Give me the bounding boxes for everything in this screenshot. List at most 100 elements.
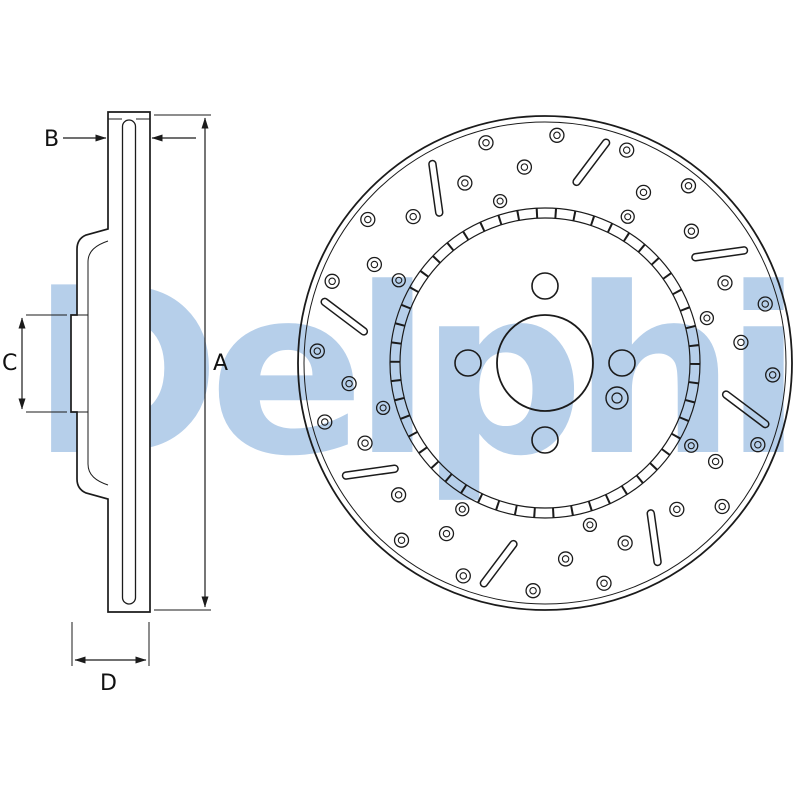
drill-hole-outer	[405, 208, 421, 225]
dimension-annotations: A B C D	[2, 114, 228, 696]
drill-hole-inner	[737, 338, 745, 347]
drill-hole-outer	[309, 343, 325, 359]
slot	[320, 297, 369, 336]
drill-hole-inner	[395, 276, 403, 284]
drill-hole-inner	[379, 404, 387, 412]
drill-hole-inner	[600, 579, 608, 587]
drill-hole-inner	[553, 131, 561, 140]
drill-hole-inner	[345, 379, 353, 388]
disc-holes-and-slots	[309, 127, 781, 599]
drill-hole-outer	[620, 209, 635, 224]
drill-hole-inner	[687, 227, 696, 235]
drill-hole-outer	[357, 435, 373, 451]
disc-circle	[496, 314, 594, 412]
drill-hole-inner	[328, 277, 336, 286]
hub-bore-lines	[77, 314, 89, 413]
drill-hole-inner	[561, 555, 570, 563]
drill-hole-outer	[669, 501, 685, 518]
drill-hole-outer	[765, 367, 781, 383]
drill-hole-outer	[557, 551, 574, 567]
drill-hole-outer	[680, 178, 697, 194]
drill-hole-inner	[364, 215, 372, 224]
drill-hole-inner	[529, 586, 537, 595]
drill-hole-outer	[455, 502, 470, 517]
drill-hole-inner	[459, 572, 468, 580]
drill-hole-outer	[341, 375, 357, 392]
drill-hole-outer	[684, 438, 699, 453]
drill-hole-inner	[621, 539, 629, 547]
drill-hole-inner	[761, 300, 769, 308]
drill-hole-inner	[624, 213, 632, 221]
slot	[691, 246, 749, 262]
drill-hole-outer	[750, 437, 766, 453]
section-outline	[70, 111, 151, 613]
disc-circle	[297, 115, 793, 611]
set-screw-hole-outer	[605, 386, 629, 410]
drill-hole-outer	[478, 135, 494, 151]
drill-hole-outer	[582, 517, 598, 533]
drill-hole-inner	[586, 521, 594, 529]
dim-d-label: D	[100, 671, 117, 696]
drill-hole-outer	[757, 296, 773, 312]
dim-c-label: C	[2, 351, 17, 376]
drill-hole-outer	[707, 453, 724, 470]
drill-hole-outer	[390, 487, 407, 503]
drill-hole-outer	[714, 498, 730, 515]
hat-inner-wall-bottom	[87, 412, 109, 486]
drill-hole-inner	[313, 347, 322, 355]
drill-hole-outer	[635, 184, 652, 201]
drill-hole-inner	[703, 314, 711, 322]
drill-hole-inner	[361, 439, 369, 447]
drill-hole-inner	[687, 442, 695, 450]
hat-inner-wall-top	[87, 240, 109, 315]
drill-hole-inner	[496, 197, 504, 205]
slot	[341, 464, 399, 480]
drill-hole-inner	[673, 505, 681, 514]
disc-concentric-circles	[297, 115, 793, 611]
drill-hole-inner	[684, 182, 693, 190]
slot	[479, 539, 518, 588]
bolt-hole	[531, 272, 559, 300]
drill-hole-outer	[324, 273, 340, 289]
drill-hole-outer	[516, 159, 533, 175]
drill-hole-outer	[393, 532, 410, 548]
dim-c-extension-lines	[26, 314, 67, 413]
drill-hole-outer	[617, 535, 633, 551]
drill-hole-outer	[619, 142, 635, 158]
drill-hole-inner	[622, 146, 631, 154]
drill-hole-inner	[721, 279, 729, 287]
drill-hole-inner	[768, 371, 777, 379]
drill-hole-outer	[549, 127, 565, 143]
drill-hole-inner	[397, 536, 406, 544]
drill-hole-outer	[317, 414, 333, 430]
dim-a-extension-lines	[154, 114, 211, 611]
bolt-hole	[454, 349, 482, 377]
drill-hole-outer	[438, 525, 455, 542]
dim-d-extension-lines	[71, 622, 150, 666]
watermark-delphi-text: Delphi	[30, 240, 791, 507]
dim-b-label: B	[44, 127, 59, 152]
drill-hole-outer	[683, 223, 700, 239]
vent-channel	[121, 119, 137, 605]
drill-hole-inner	[370, 260, 379, 269]
drill-hole-inner	[482, 139, 490, 147]
set-screw-hole-inner	[611, 392, 623, 404]
drill-hole-outer	[375, 400, 391, 416]
drill-hole-outer	[699, 310, 715, 326]
drill-hole-inner	[394, 491, 403, 499]
drill-hole-inner	[458, 505, 466, 513]
drill-hole-outer	[391, 273, 406, 288]
disc-circle	[303, 121, 787, 605]
drill-hole-outer	[455, 568, 471, 584]
drill-hole-inner	[461, 179, 469, 187]
drill-hole-inner	[639, 188, 648, 197]
drill-hole-inner	[442, 529, 451, 538]
disc-front-view	[297, 115, 793, 611]
drill-hole-inner	[520, 163, 529, 171]
drill-hole-outer	[457, 175, 473, 191]
bolt-hole	[608, 349, 636, 377]
drill-hole-inner	[718, 502, 726, 511]
drill-hole-outer	[717, 275, 733, 291]
